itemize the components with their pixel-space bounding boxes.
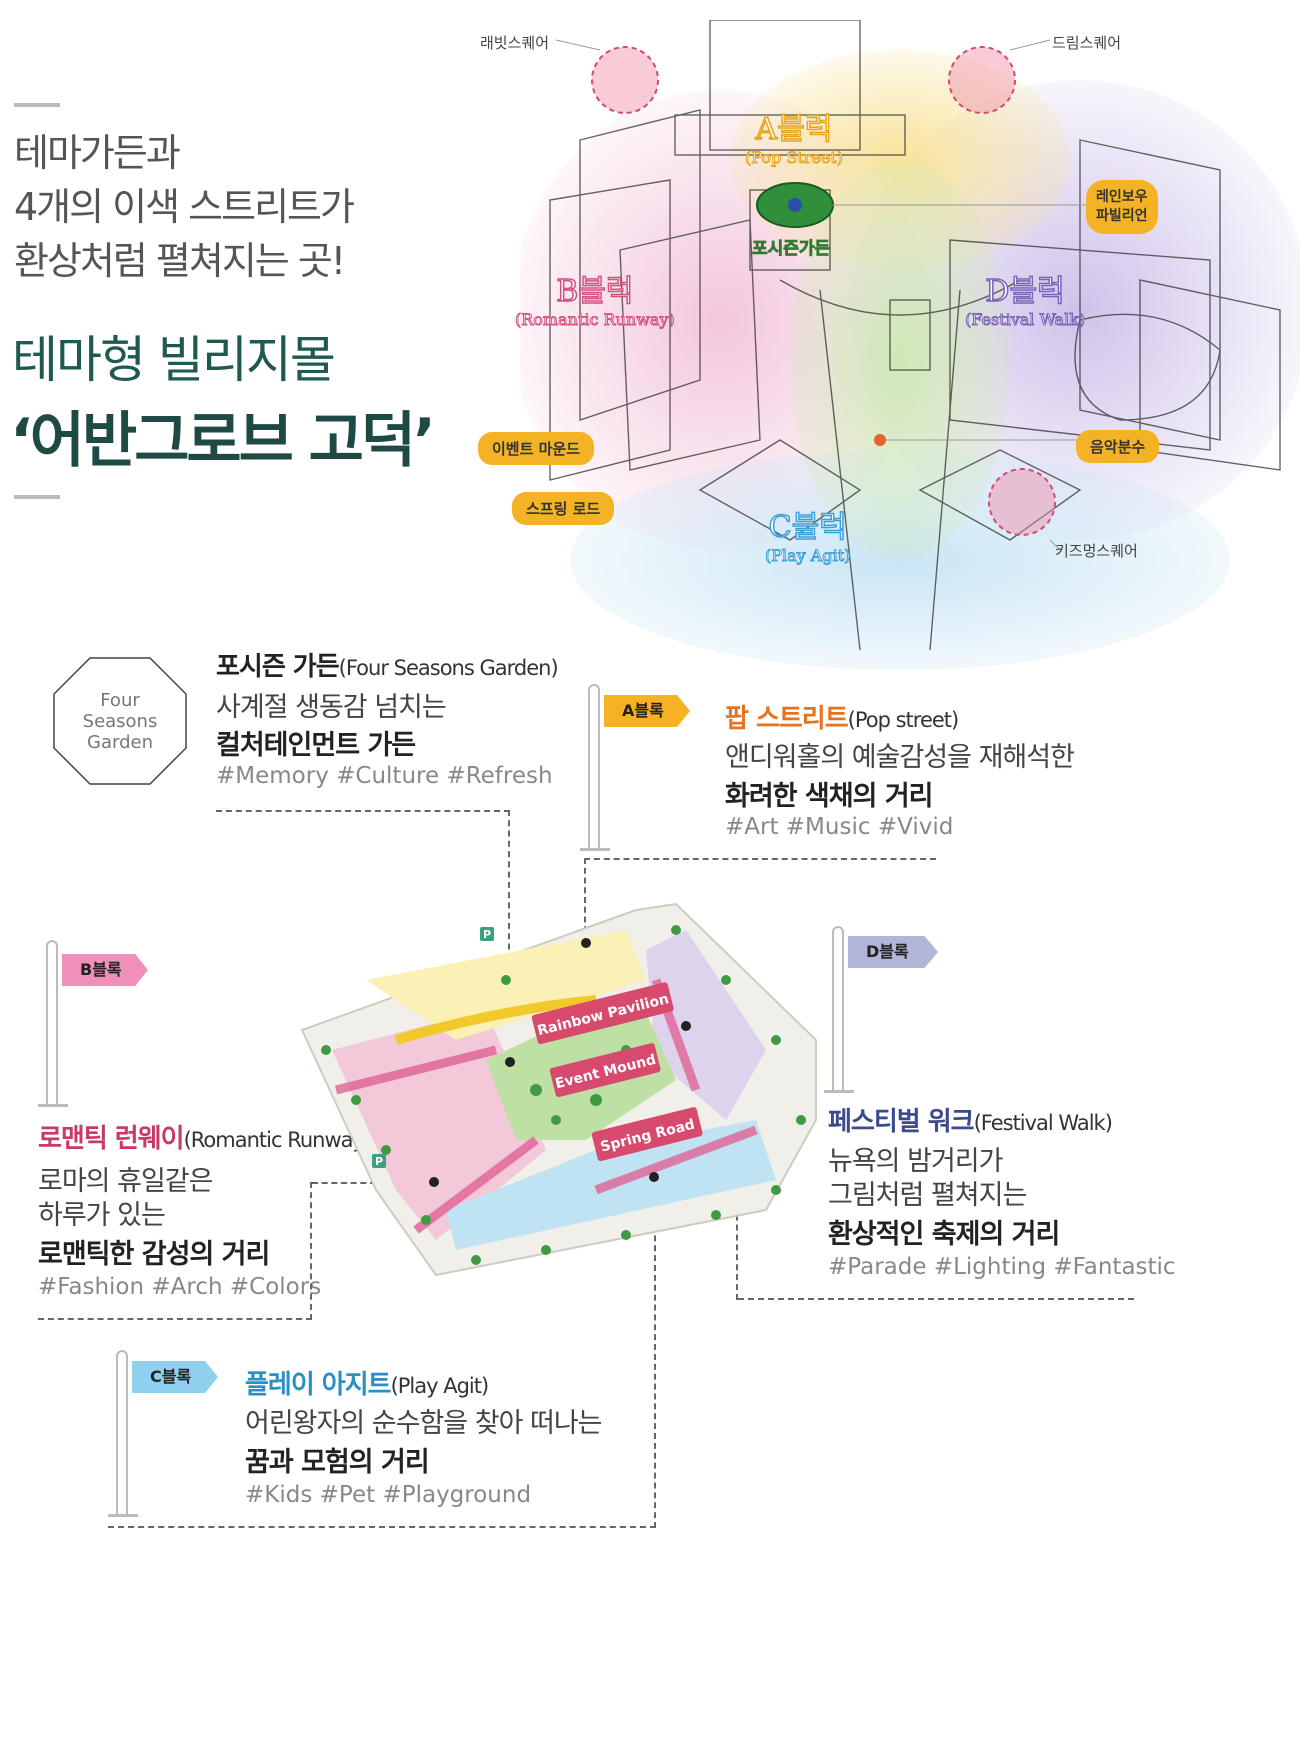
leader-lines	[555, 39, 1086, 551]
site-map-dots	[429, 938, 691, 1187]
b-flag-base	[38, 1104, 68, 1107]
rainbow-pavilion-callout: 레인보우 파빌리언	[1086, 180, 1158, 234]
d-desc-2: 그림처럼 펼쳐지는	[828, 1180, 1027, 1211]
kids-square-label: 키즈멍스퀘어	[1055, 542, 1138, 560]
d-desc-1: 뉴욕의 밤거리가	[828, 1146, 1003, 1177]
garden-tags: #Memory #Culture #Refresh	[216, 763, 553, 789]
a-flag-base	[580, 848, 610, 851]
garden-connector	[216, 810, 510, 970]
c-title: 플레이 아지트(Play Agit)	[245, 1364, 490, 1401]
badge-line-3: Garden	[87, 732, 153, 753]
d-title-ko: 페스티벌 워크	[828, 1107, 975, 1137]
site-map-trees	[321, 925, 806, 1265]
pavilion-center	[788, 198, 802, 212]
event-mound-callout: 이벤트 마운드	[478, 432, 595, 465]
b-tags: #Fashion #Arch #Colors	[38, 1274, 322, 1300]
intro-line-2: 4개의 이색 스트리트가	[14, 185, 355, 229]
rabbit-square-label: 래빗스퀘어	[480, 34, 550, 52]
svg-text:P: P	[375, 1155, 383, 1168]
mall-name: ‘어반그로브 고덕’	[10, 406, 436, 476]
d-tags: #Parade #Lighting #Fantastic	[828, 1254, 1176, 1280]
b-strong: 로맨틱한 감성의 거리	[38, 1239, 270, 1270]
badge-line-1: Four	[100, 690, 140, 711]
a-desc: 앤디워홀의 예술감성을 재해석한	[725, 742, 1075, 773]
b-title-ko: 로맨틱 런웨이	[38, 1124, 185, 1154]
d-title: 페스티벌 워크(Festival Walk)	[828, 1101, 1113, 1138]
c-title-ko: 플레이 아지트	[245, 1370, 392, 1400]
spring-road-callout: 스프링 로드	[512, 492, 615, 525]
rabbit-square-marker	[591, 46, 659, 114]
intro-line-3: 환상처럼 펼쳐지는 곳!	[14, 239, 346, 283]
d-connector-h	[738, 1298, 1134, 1300]
a-strong: 화려한 색채의 거리	[725, 781, 934, 812]
fountain-dot	[874, 434, 886, 446]
c-flag-pole	[116, 1350, 128, 1516]
b-connector-frame	[38, 1182, 312, 1320]
b-flag: B블록	[62, 954, 148, 986]
c-flag: C블록	[132, 1361, 218, 1393]
b-flag-pole	[46, 940, 58, 1106]
c-flag-base	[108, 1514, 138, 1517]
building-sketch	[549, 20, 1281, 651]
dream-square-marker	[948, 46, 1016, 114]
music-fountain-callout: 음악분수	[1076, 430, 1160, 463]
c-desc: 어린왕자의 순수함을 찾아 떠나는	[245, 1408, 603, 1439]
site-map: Rainbow Pavilion Event Mound Spring Road…	[300, 902, 817, 1277]
c-strong: 꿈과 모험의 거리	[245, 1447, 430, 1478]
site-map-d-block	[646, 930, 766, 1120]
d-strong: 환상적인 축제의 거리	[828, 1219, 1060, 1250]
c-connector	[108, 1176, 656, 1528]
intro-line-1: 테마가든과	[14, 131, 181, 175]
aerial-illustration	[520, 20, 1300, 670]
four-seasons-garden-badge: Four Seasons Garden	[53, 657, 187, 785]
c-tags: #Kids #Pet #Playground	[245, 1482, 532, 1508]
d-flag: D블록	[848, 936, 938, 968]
badge-line-2: Seasons	[83, 711, 158, 732]
a-title-en: (Pop street)	[847, 708, 960, 732]
garden-title: 포시즌 가든(Four Seasons Garden)	[216, 646, 559, 683]
divider-bottom	[14, 495, 60, 499]
site-map-a-path	[394, 995, 597, 1045]
d-title-en: (Festival Walk)	[973, 1111, 1113, 1135]
c-title-en: (Play Agit)	[390, 1374, 490, 1398]
svg-text:P: P	[483, 928, 491, 941]
d-flag-base	[824, 1090, 854, 1093]
kids-square-marker	[988, 468, 1056, 536]
aerial-block-c: C블럭 (Play Agit)	[764, 509, 851, 565]
b-title: 로맨틱 런웨이(Romantic Runway)	[38, 1118, 373, 1155]
garden-title-ko: 포시즌 가든	[216, 652, 340, 682]
b-desc-1: 로마의 휴일같은	[38, 1166, 213, 1197]
a-flag: A블록	[604, 695, 690, 727]
b-desc-2: 하루가 있는	[38, 1200, 166, 1231]
d-flag-pole	[832, 926, 844, 1092]
b-title-en: (Romantic Runway)	[183, 1128, 373, 1152]
a-connector	[584, 858, 936, 942]
divider-top	[14, 103, 60, 107]
garden-title-en: (Four Seasons Garden)	[338, 656, 559, 680]
aerial-garden-label: 포시즌가든	[752, 239, 831, 260]
site-map-labels: Rainbow Pavilion Event Mound Spring Road	[531, 982, 703, 1162]
mall-type: 테마형 빌리지몰	[12, 331, 336, 389]
aerial-block-b: B블럭 (Romantic Runway)	[515, 273, 676, 329]
dream-square-label: 드림스퀘어	[1052, 34, 1122, 52]
aerial-block-d: D블럭 (Festival Walk)	[964, 273, 1086, 329]
a-tags: #Art #Music #Vivid	[725, 814, 954, 840]
a-title: 팝 스트리트(Pop street)	[725, 698, 960, 735]
a-title-ko: 팝 스트리트	[725, 704, 849, 734]
garden-strong: 컬처테인먼트 가든	[216, 730, 416, 761]
garden-desc: 사계절 생동감 넘치는	[216, 692, 447, 723]
zone-garden-green	[790, 160, 1010, 560]
site-map-parking: P P	[372, 927, 494, 1168]
aerial-block-a: A블럭 (Pop Street)	[745, 111, 844, 167]
a-flag-pole	[588, 684, 600, 850]
